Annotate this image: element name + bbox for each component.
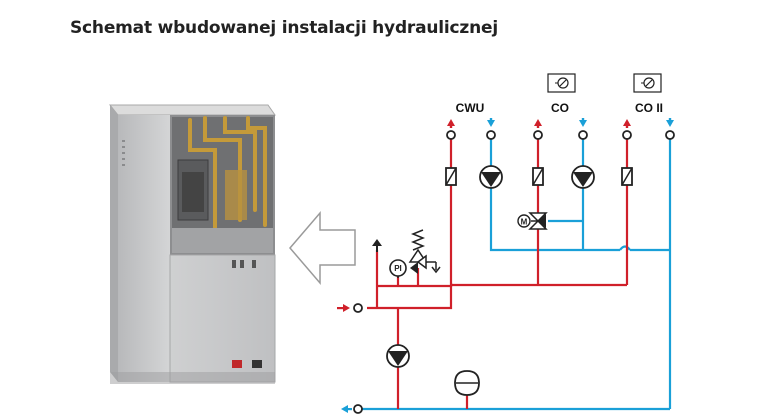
pump-icon <box>386 344 410 368</box>
motor-label: M <box>521 218 528 227</box>
pump-icon <box>571 165 595 189</box>
check-valve-icon <box>532 167 544 186</box>
check-valve-icon <box>621 167 633 186</box>
expansion-vessel-icon <box>454 370 480 396</box>
circuit-label-cwu: CWU <box>456 101 485 115</box>
return-arrows <box>341 118 674 413</box>
pressure-gauge-label: PI <box>394 264 402 273</box>
supply-arrows <box>337 119 631 312</box>
circuit-label-co-ii: CO II <box>635 101 663 115</box>
circuit-label-co: CO <box>551 101 569 115</box>
three-way-valve-icon: M <box>517 212 548 230</box>
heat-pump-unit-image <box>108 104 276 384</box>
check-valve-icon <box>445 167 457 186</box>
connection-ports <box>353 130 675 414</box>
page-title: Schemat wbudowanej instalacji hydraulicz… <box>70 18 498 38</box>
room-thermostat-icon <box>633 73 662 93</box>
air-vent-icon <box>372 239 382 252</box>
safety-valve-icon <box>408 229 441 274</box>
pump-icon <box>479 165 503 189</box>
arrow-left-icon <box>289 210 356 286</box>
pressure-gauge-icon: PI <box>389 259 407 278</box>
room-thermostat-icon <box>547 73 576 93</box>
supply-pipes <box>367 138 629 409</box>
